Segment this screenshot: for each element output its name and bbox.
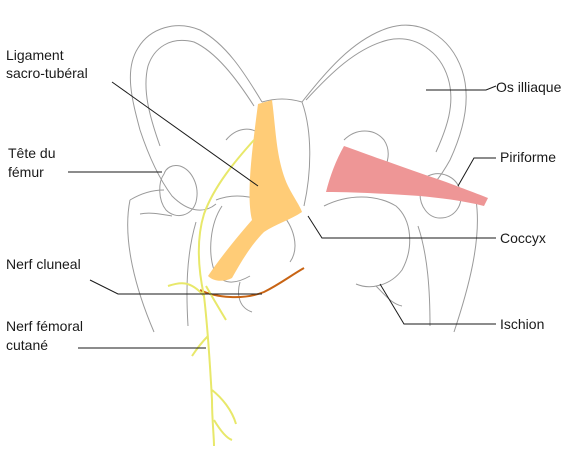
right-femur-shaft <box>417 199 478 333</box>
left-iliac-inner <box>145 40 255 147</box>
right-iliac-wing <box>301 24 467 197</box>
label-ligament-line2: sacro-tubéral <box>6 65 88 81</box>
leader-coccyx <box>307 215 496 239</box>
left-femur-shaft <box>127 199 197 333</box>
right-ischial-tuberosity <box>375 285 403 307</box>
right-obturator-ring <box>323 196 411 288</box>
piriformis-muscle <box>326 146 488 206</box>
sacrum-top <box>261 98 303 103</box>
femoral-cutaneous-nerve <box>167 139 255 447</box>
leader-ischion <box>379 283 496 325</box>
cluneal-nerve <box>199 267 305 299</box>
right-iliac-inner <box>305 38 452 153</box>
label-nerf-femoral-line2: cutané <box>6 337 49 353</box>
label-piriforme: Piriforme <box>500 149 557 165</box>
leader-nerf-cluneal <box>89 279 262 295</box>
label-tete-line2: fémur <box>8 164 44 180</box>
leader-piriforme <box>457 157 496 187</box>
label-os-illiaque: Os illiaque <box>496 79 562 95</box>
label-nerf-cluneal: Nerf cluneal <box>6 256 81 272</box>
leader-os-illiaque <box>426 85 497 91</box>
sacrum-right-edge <box>301 101 311 207</box>
left-femur-neck <box>129 189 173 217</box>
label-ischion: Ischion <box>500 316 545 332</box>
label-coccyx: Coccyx <box>500 230 546 246</box>
label-ligament-line1: Ligament <box>6 47 64 63</box>
label-tete-line1: Tête du <box>8 145 56 161</box>
left-femur-head <box>159 165 198 217</box>
label-nerf-femoral-line1: Nerf fémoral <box>6 318 84 334</box>
sacrotuberous-ligament <box>208 100 302 281</box>
left-iliac-wing <box>129 25 263 211</box>
leader-ligament <box>111 81 259 187</box>
left-ischial-tuberosity <box>238 281 253 313</box>
leader-lines <box>68 81 497 349</box>
